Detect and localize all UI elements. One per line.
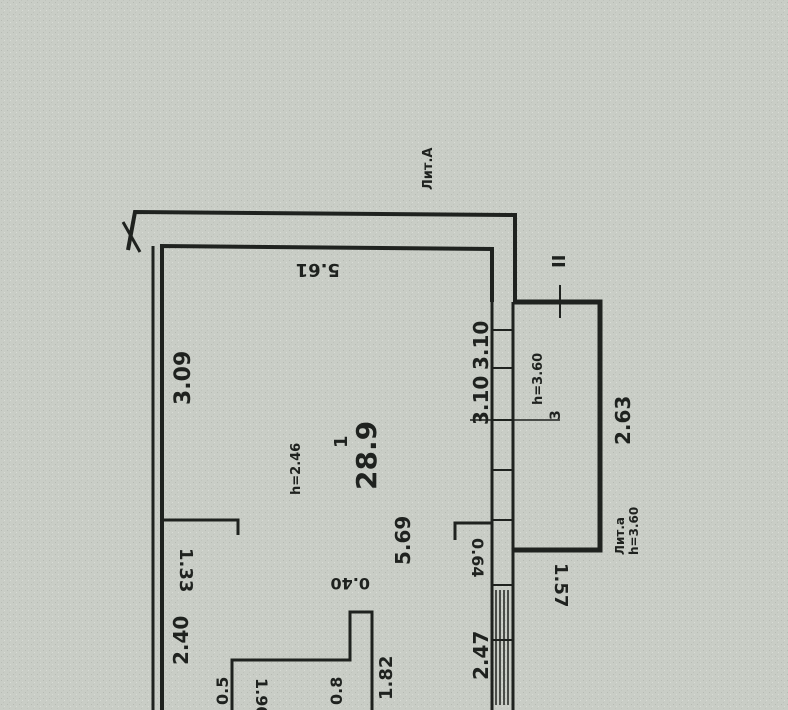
walls [121, 209, 603, 710]
room-area: 28.9 [350, 421, 383, 490]
room-number: 1 [331, 435, 352, 448]
dim-center-lower: 1.82 [376, 656, 397, 700]
right-partition-stub [453, 521, 492, 540]
dim-bottom-c: 0.8 [327, 677, 346, 705]
room-height: h=2.46 [289, 443, 304, 495]
dim-right-mid: 3.10 [469, 376, 493, 425]
dim-right-lower: 2.47 [469, 631, 493, 680]
left-wall-notch [121, 221, 142, 253]
dim-bottom-b: 1.90 [252, 678, 271, 710]
balcony-outline [513, 299, 603, 553]
labels: Лит.А 5.61 3.09 2.40 1.33 h=2.46 1 28.9 … [169, 148, 641, 710]
dim-balcony-side: 2.63 [611, 396, 635, 445]
top-note: Лит.А [421, 148, 436, 190]
section-marker: II [549, 255, 570, 268]
dim-right-upper: 3.10 [469, 321, 493, 370]
bottom-note-2: h=3.60 [627, 507, 641, 555]
dim-left-lower: 2.40 [169, 616, 193, 665]
outer-wall-top [126, 209, 517, 302]
dim-center-mid: 5.69 [391, 516, 415, 565]
dim-center-small: 0.40 [331, 574, 370, 593]
dim-bottom-a: 0.5 [213, 677, 232, 705]
dim-right-small: 0.64 [468, 538, 487, 577]
wall-hatching [495, 590, 509, 705]
dim-top-wall: 5.61 [296, 259, 340, 280]
dim-balcony-bottom: 1.57 [550, 563, 571, 607]
lower-partition [230, 610, 374, 710]
dim-left-small: 1.33 [175, 548, 196, 592]
balcony-number: 3 [548, 410, 564, 420]
dim-left-upper: 3.09 [171, 351, 196, 405]
inner-wall-top [160, 243, 494, 710]
left-partition-upper [162, 518, 240, 535]
bottom-note-1: Лит.а [613, 517, 627, 555]
balcony-height: h=3.60 [531, 353, 546, 405]
